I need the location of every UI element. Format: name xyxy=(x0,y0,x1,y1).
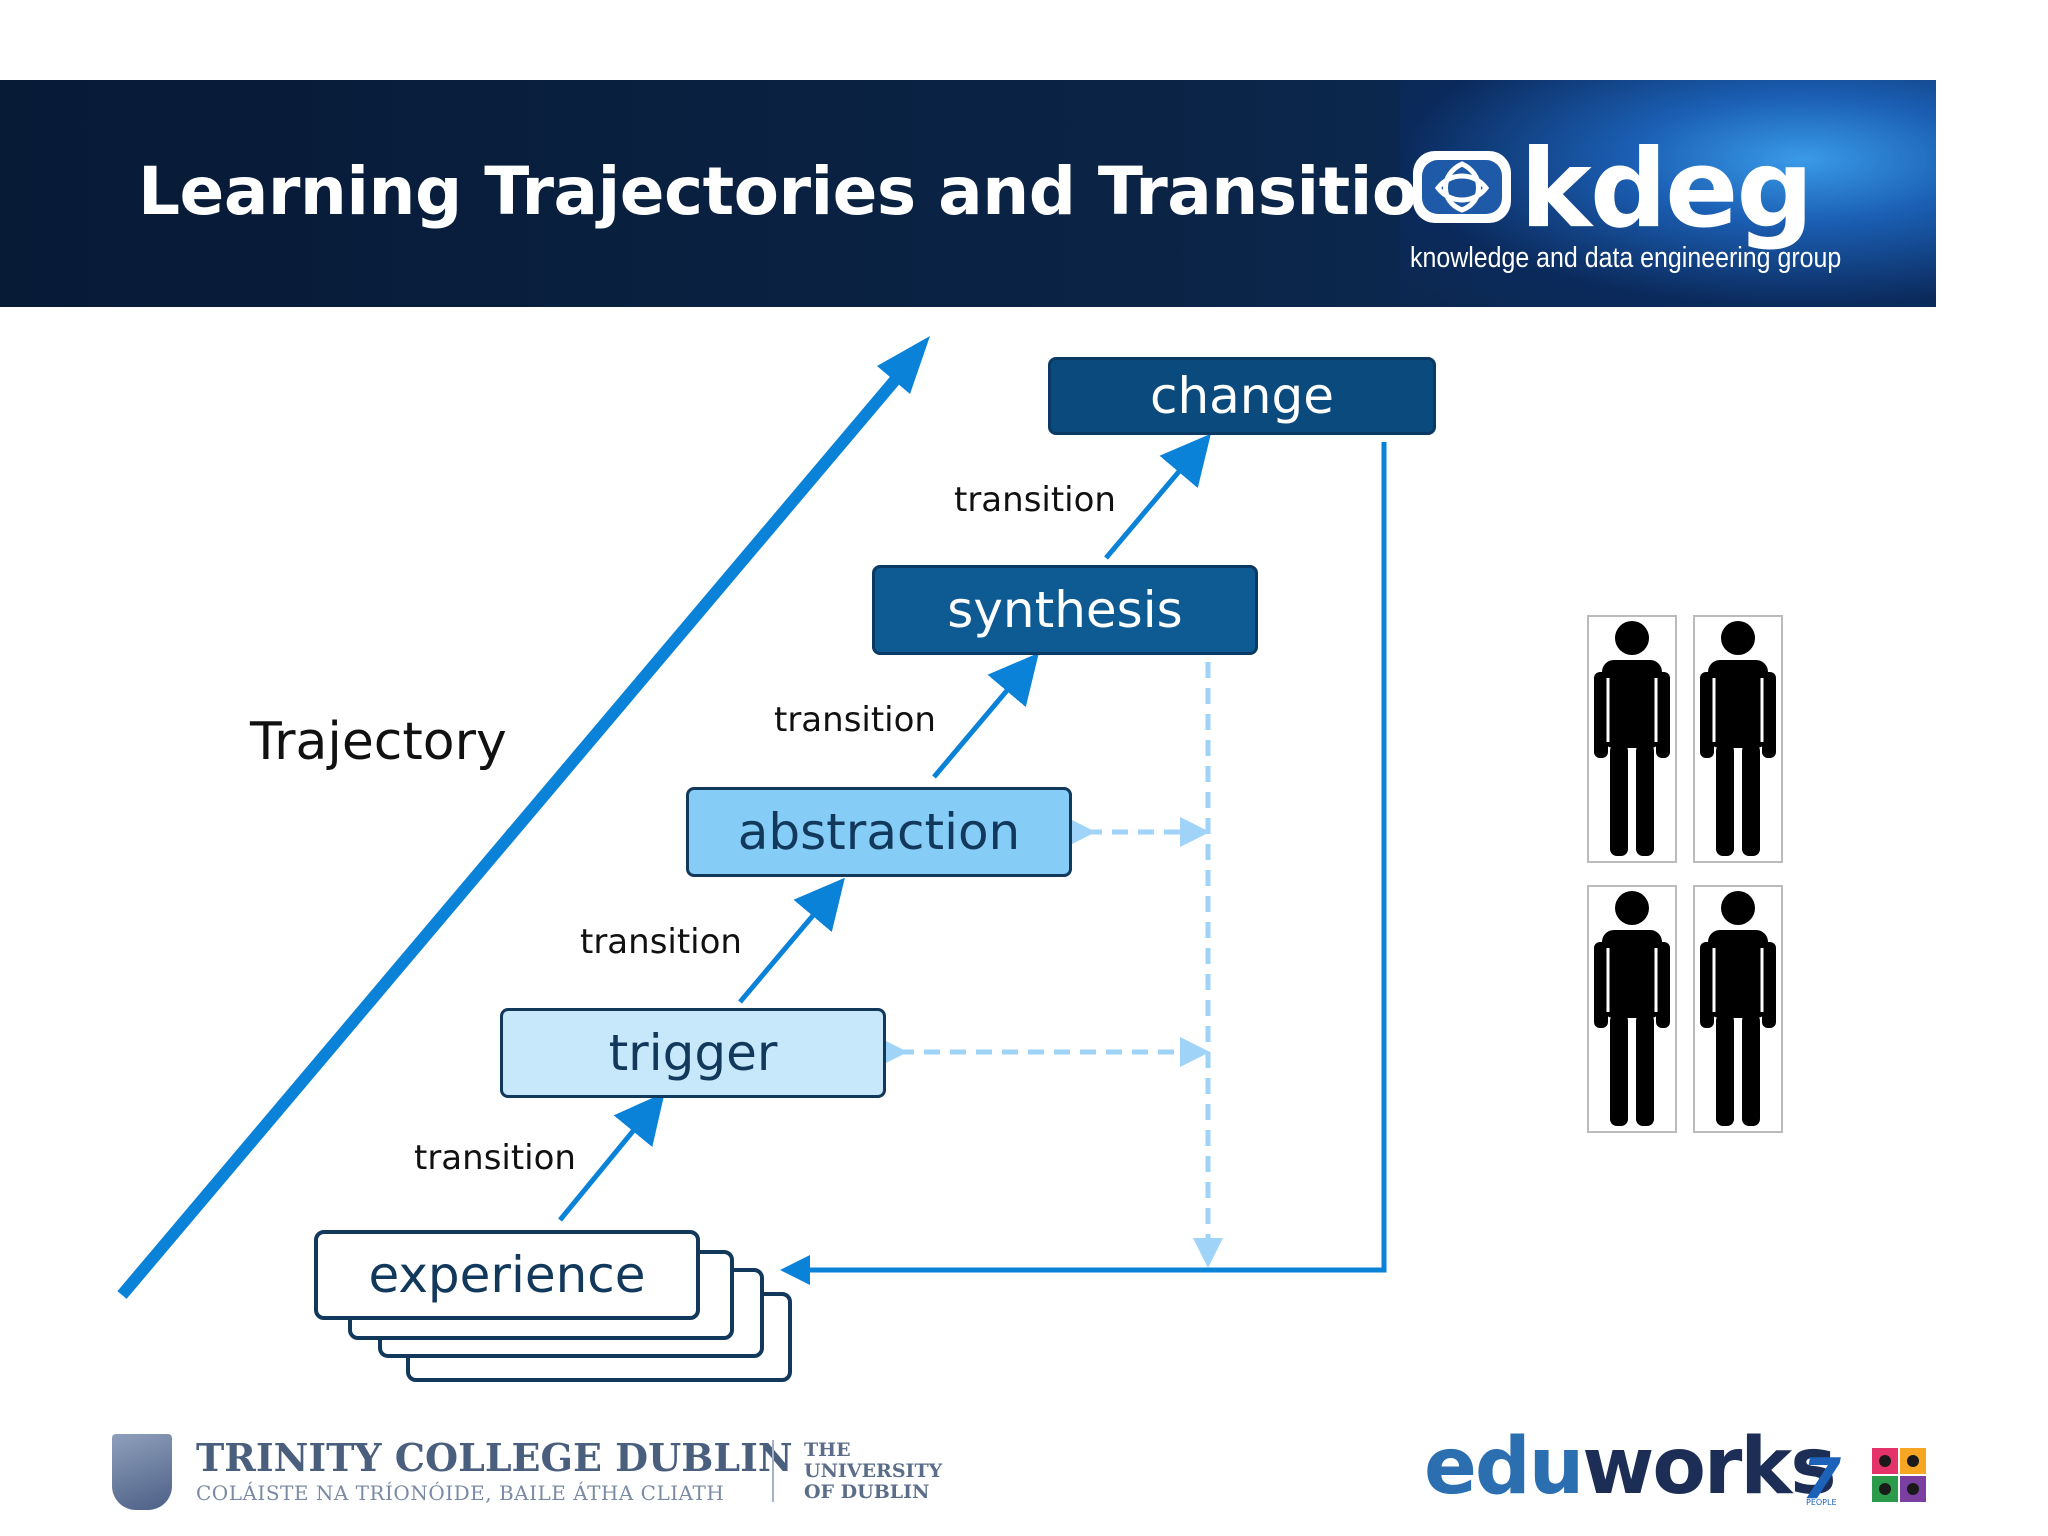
university-line-2: UNIVERSITY xyxy=(804,1460,943,1482)
transition-label-4: transition xyxy=(954,480,1116,520)
transition-arrow-3 xyxy=(932,652,1039,779)
eduworks-logo: eduworks xyxy=(1424,1428,1837,1506)
university-line-3: OF DUBLIN xyxy=(804,1481,930,1503)
person-icon xyxy=(1586,884,1678,1134)
trinity-crest-icon xyxy=(112,1434,172,1510)
stage-experience-label: experience xyxy=(368,1246,646,1304)
header-banner xyxy=(0,80,1936,307)
stage-synthesis-label: synthesis xyxy=(947,581,1183,639)
transition-label-3: transition xyxy=(774,700,936,740)
trajectory-label: Trajectory xyxy=(250,712,507,772)
stage-trigger-label: trigger xyxy=(608,1024,778,1082)
transition-label-2: transition xyxy=(580,922,742,962)
transition-arrow-4 xyxy=(1104,433,1211,560)
stage-experience: experience xyxy=(314,1230,700,1320)
footer-divider xyxy=(772,1440,774,1502)
stage-abstraction: abstraction xyxy=(686,787,1072,877)
kdeg-logo-word: kdeg xyxy=(1520,127,1814,252)
eduworks-logo-part1: edu xyxy=(1424,1422,1584,1512)
trajectory-arrowhead xyxy=(877,336,930,394)
institution-irish-name: COLÁISTE NA TRÍONÓIDE, BAILE ÁTHA CLIATH xyxy=(196,1481,725,1505)
fp7-caption: PEOPLE xyxy=(1806,1498,1837,1507)
transition-label-1: transition xyxy=(414,1138,576,1178)
institution-name: TRINITY COLLEGE DUBLIN xyxy=(196,1435,793,1480)
stage-trigger: trigger xyxy=(500,1008,886,1098)
university-line-1: THE xyxy=(804,1439,851,1461)
change-feedback-line xyxy=(780,442,1387,1285)
person-icon xyxy=(1692,614,1784,864)
kdeg-emblem-icon xyxy=(1413,151,1511,223)
kdeg-logo-tagline: knowledge and data engineering group xyxy=(1410,242,1842,274)
stage-synthesis: synthesis xyxy=(872,565,1258,655)
transition-arrow-2 xyxy=(738,877,845,1004)
eduworks-logo-part2: works xyxy=(1582,1422,1836,1512)
stage-abstraction-label: abstraction xyxy=(737,803,1021,861)
people-group xyxy=(1586,614,1784,1134)
stage-change: change xyxy=(1048,357,1436,435)
marie-curie-logo-icon xyxy=(1872,1448,1926,1502)
fp7-logo: 7 xyxy=(1802,1447,1841,1512)
stage-change-label: change xyxy=(1149,367,1334,425)
person-icon xyxy=(1586,614,1678,864)
person-icon xyxy=(1692,884,1784,1134)
transition-arrow-1 xyxy=(558,1092,665,1222)
university-name: THE UNIVERSITY OF DUBLIN xyxy=(804,1440,942,1503)
slide-title: Learning Trajectories and Transitions xyxy=(138,153,1502,230)
trajectory-arrow xyxy=(117,356,917,1299)
